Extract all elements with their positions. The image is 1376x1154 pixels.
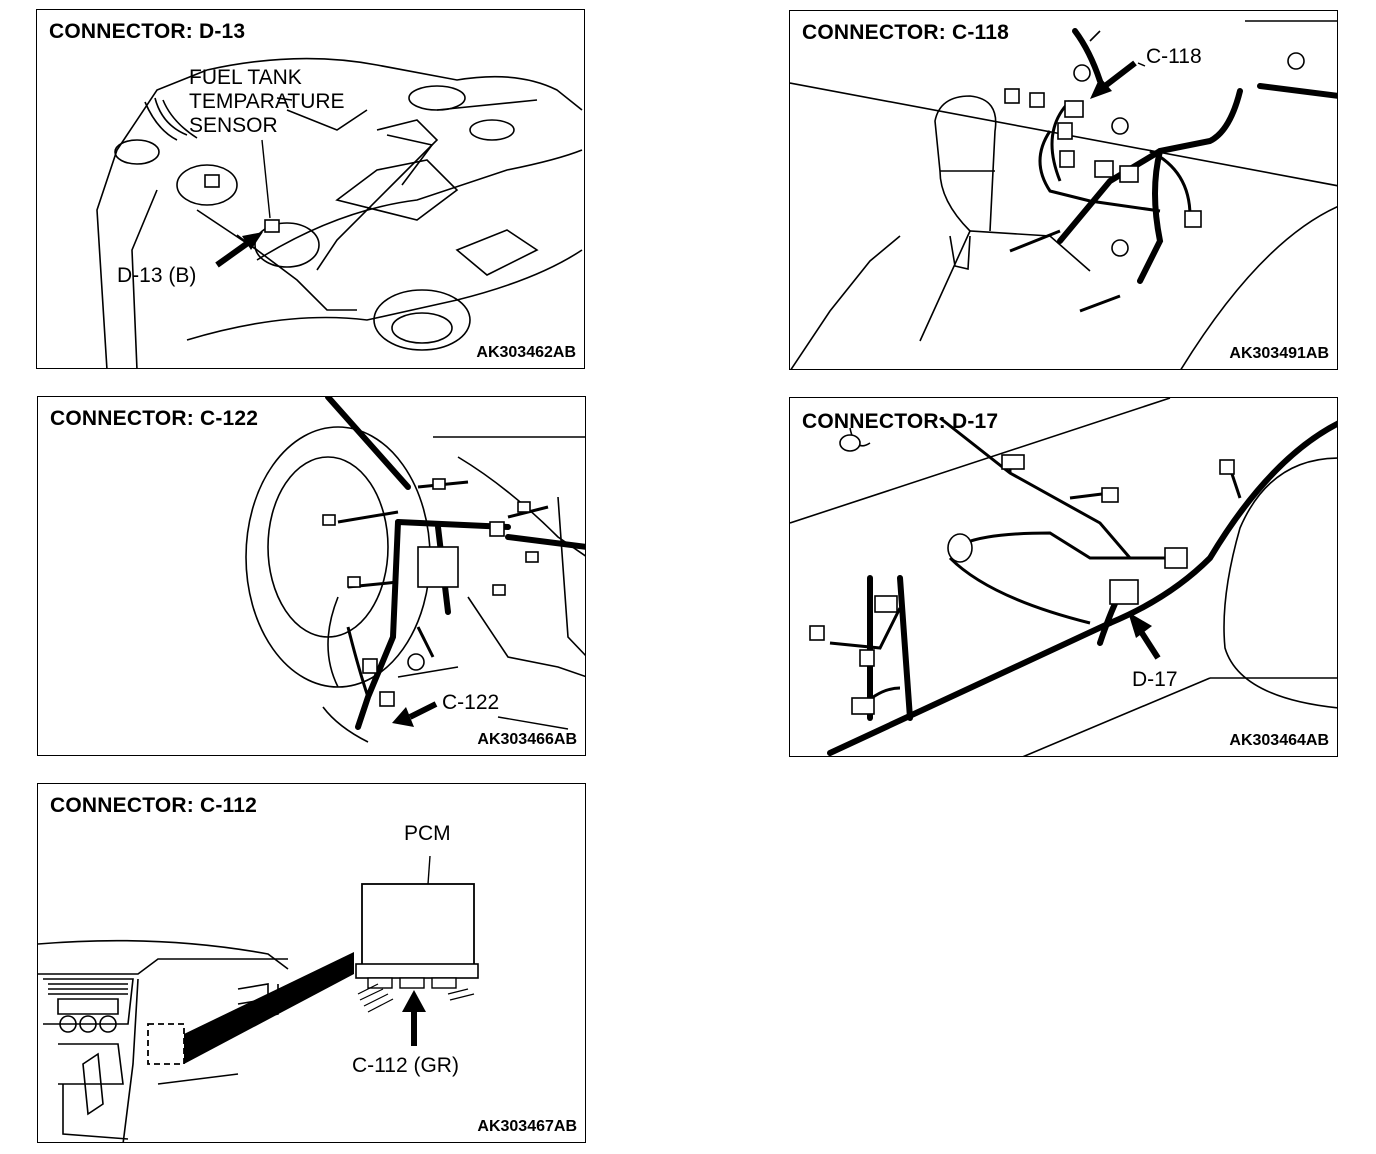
fuel-tank-illustration bbox=[96, 57, 583, 368]
shift-lever-illustration bbox=[790, 20, 1337, 369]
figure-code: AK303467AB bbox=[477, 1118, 577, 1135]
figure-code: AK303464AB bbox=[1229, 732, 1329, 749]
panel-connector-c118: CONNECTOR: C-118 C-118 AK303491AB bbox=[789, 10, 1338, 370]
panel-title: CONNECTOR: C-112 bbox=[50, 794, 258, 817]
figure-code: AK303462AB bbox=[476, 344, 576, 361]
connector-label: C-112 (GR) bbox=[352, 1054, 459, 1077]
panel-title: CONNECTOR: C-118 bbox=[802, 21, 1010, 44]
connector-label: D-17 bbox=[1132, 668, 1178, 691]
panel-connector-d13: CONNECTOR: D-13 FUEL TANK TEMPARATURE SE… bbox=[36, 9, 585, 369]
sensor-label-line-2: TEMPARATURE bbox=[189, 90, 345, 113]
panel-title: CONNECTOR: D-13 bbox=[49, 20, 246, 43]
panel-connector-c112: CONNECTOR: C-112 PCM C-112 (GR) AK303467… bbox=[37, 783, 586, 1143]
pcm-label: PCM bbox=[404, 822, 451, 845]
rear-harness-illustration bbox=[790, 398, 1337, 756]
pcm-location-illustration bbox=[38, 855, 479, 1142]
connector-label: D-13 (B) bbox=[117, 264, 197, 287]
panel-connector-d17: CONNECTOR: D-17 D-17 AK303464AB bbox=[789, 397, 1338, 757]
figure-code: AK303466AB bbox=[477, 731, 577, 748]
figure-code: AK303491AB bbox=[1229, 345, 1329, 362]
panel-title: CONNECTOR: C-122 bbox=[50, 407, 259, 430]
panel-connector-c122: CONNECTOR: C-122 C-122 AK303466AB bbox=[37, 396, 586, 756]
sensor-label-line-1: FUEL TANK bbox=[189, 66, 302, 89]
connector-label: C-122 bbox=[442, 691, 500, 714]
sensor-label-line-3: SENSOR bbox=[189, 114, 278, 137]
steering-column-illustration bbox=[245, 397, 585, 743]
connector-label: C-118 bbox=[1146, 45, 1202, 68]
panel-title: CONNECTOR: D-17 bbox=[802, 410, 999, 433]
